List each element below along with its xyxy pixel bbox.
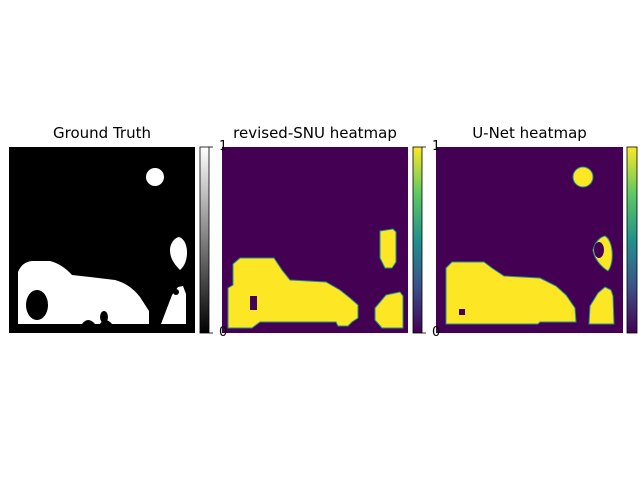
region-right-triangle: [588, 286, 615, 325]
colorbar-1-tick-max: 1: [219, 139, 228, 154]
hole-left: [250, 296, 257, 310]
region-top-blob: [146, 168, 164, 186]
colorbar-gradient: [199, 146, 210, 334]
region-main-body: [227, 257, 359, 329]
region-upper-right: [379, 228, 397, 269]
heatmap-unet: [436, 147, 623, 333]
hole-crescent: [594, 242, 604, 258]
foreground-regions: [445, 166, 615, 325]
panel-title-unet: U-Net heatmap: [472, 124, 587, 142]
heatmap-revised-snu: [222, 147, 408, 333]
panel-title-revised-snu: revised-SNU heatmap: [233, 124, 397, 142]
hole-left: [26, 290, 48, 320]
region-right-triangle: [161, 286, 186, 324]
background-holes: [26, 289, 179, 323]
colorbar-viridis-1: [412, 146, 426, 334]
hole-notch: [100, 311, 108, 323]
region-top-blob: [572, 166, 594, 188]
colorbar-2-tick-max: 1: [432, 139, 441, 154]
panel-title-ground-truth: Ground Truth: [53, 124, 151, 142]
heatmap-ground-truth: [9, 147, 195, 333]
region-lower-right: [374, 291, 404, 329]
hole-triangle: [173, 289, 179, 295]
colorbar-1-tick-min: 0: [219, 325, 228, 340]
foreground-regions: [18, 168, 188, 324]
colorbar-gradient: [412, 146, 423, 334]
region-main-body: [445, 261, 577, 325]
colorbar-gradient: [626, 146, 638, 334]
foreground-regions: [227, 228, 404, 329]
background-holes: [459, 242, 604, 315]
colorbar-viridis-2: [626, 146, 638, 334]
colorbar-2-tick-min: 0: [432, 325, 441, 340]
region-right-crescent: [170, 237, 188, 270]
hole-left: [459, 309, 465, 315]
colorbar-gray: [199, 146, 213, 334]
region-main-body: [18, 261, 149, 324]
